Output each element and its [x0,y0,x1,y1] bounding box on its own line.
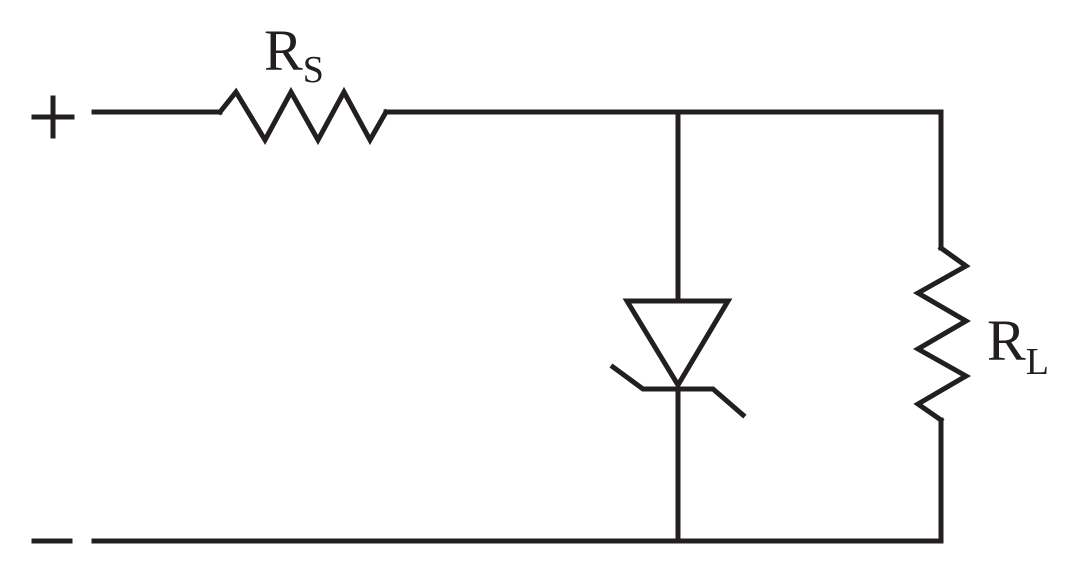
series-resistor-subscript: S [303,49,324,91]
load-resistor-zigzag [912,244,972,424]
series-resistor-zigzag [216,86,390,146]
positive-terminal: + [31,95,75,139]
load-resistor-label: RL [987,308,1049,383]
zener-diode-triangle [622,298,733,390]
load-resistor-symbol: R [987,308,1026,373]
series-resistor-symbol: R [264,18,303,83]
series-resistor-label: RS [264,18,324,91]
negative-terminal: − [31,538,73,544]
load-resistor-subscript: L [1026,341,1049,383]
